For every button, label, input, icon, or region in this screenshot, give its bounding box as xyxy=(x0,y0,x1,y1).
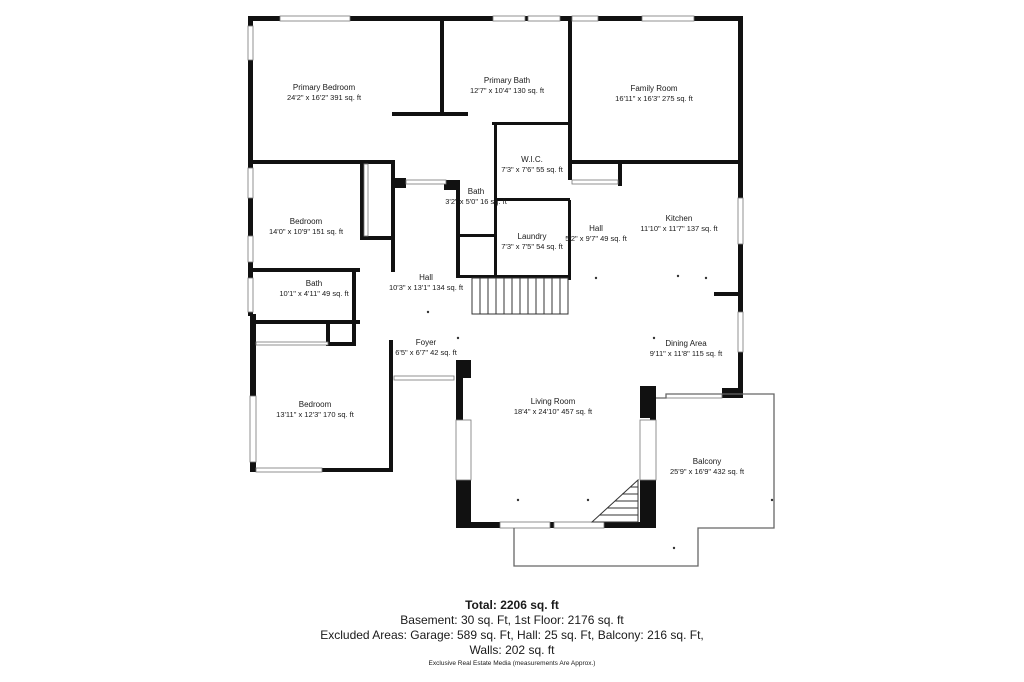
room-name: W.I.C. xyxy=(521,155,543,164)
room-foyer: Foyer 6'5" x 6'7" 42 sq. ft xyxy=(395,338,457,358)
room-name: Bath xyxy=(305,279,323,288)
room-dimensions: 10'3" x 13'1" 134 sq. ft xyxy=(388,283,464,292)
room-family-room: Family Room 16'11" x 16'3" 275 sq. ft xyxy=(615,84,693,104)
room-hall-east: Hall 5'2" x 9'7" 49 sq. ft xyxy=(565,224,627,244)
room-dimensions: 7'3" x 7'5" 54 sq. ft xyxy=(501,242,563,251)
room-name: Foyer xyxy=(415,338,437,347)
room-name: Balcony xyxy=(692,457,722,466)
room-dimensions: 5'2" x 9'7" 49 sq. ft xyxy=(565,234,627,243)
area-breakdown-line-1: Basement: 30 sq. Ft, 1st Floor: 2176 sq.… xyxy=(400,613,624,627)
balcony-outline xyxy=(513,393,775,567)
room-bath-small: Bath 3'2" x 5'0" 16 sq. ft xyxy=(445,187,507,207)
room-name: Primary Bedroom xyxy=(292,83,356,92)
room-laundry: Laundry 7'3" x 7'5" 54 sq. ft xyxy=(501,232,563,252)
room-living-room: Living Room 18'4" x 24'10" 457 sq. ft xyxy=(514,397,592,417)
room-dimensions: 18'4" x 24'10" 457 sq. ft xyxy=(513,407,593,416)
room-dimensions: 11'10" x 11'7" 137 sq. ft xyxy=(640,224,718,233)
credit-line: Exclusive Real Estate Media (measurement… xyxy=(428,660,596,667)
room-name: Laundry xyxy=(517,232,547,241)
room-name: Dining Area xyxy=(665,339,707,348)
room-name: Family Room xyxy=(630,84,678,93)
room-hall-main: Hall 10'3" x 13'1" 134 sq. ft xyxy=(389,273,463,293)
room-dimensions: 25'9" x 16'9" 432 sq. ft xyxy=(669,467,745,476)
room-name: Hall xyxy=(589,224,603,233)
room-dimensions: 3'2" x 5'0" 16 sq. ft xyxy=(445,197,507,206)
stairs xyxy=(471,277,639,523)
room-dimensions: 6'5" x 6'7" 42 sq. ft xyxy=(395,348,457,357)
room-bath-hall: Bath 10'1" x 4'11" 49 sq. ft xyxy=(279,279,348,299)
room-balcony: Balcony 25'9" x 16'9" 432 sq. ft xyxy=(670,457,744,477)
room-dimensions: 12'7" x 10'4" 130 sq. ft xyxy=(469,86,545,95)
area-breakdown-line-2: Excluded Areas: Garage: 589 sq. Ft, Hall… xyxy=(320,628,704,642)
room-dimensions: 16'11" x 16'3" 275 sq. ft xyxy=(615,94,693,103)
room-dimensions: 10'1" x 4'11" 49 sq. ft xyxy=(279,289,349,298)
room-name: Kitchen xyxy=(665,214,693,223)
room-bedroom-3: Bedroom 13'11" x 12'3" 170 sq. ft xyxy=(276,400,354,420)
area-breakdown-line-3: Walls: 202 sq. ft xyxy=(469,643,555,657)
room-name: Hall xyxy=(419,273,433,282)
room-primary-bath: Primary Bath 12'7" x 10'4" 130 sq. ft xyxy=(470,76,544,96)
room-name: Bath xyxy=(467,187,485,196)
interior-walls xyxy=(250,20,742,346)
room-dimensions: 14'0" x 10'9" 151 sq. ft xyxy=(268,227,344,236)
room-name: Living Room xyxy=(530,397,576,406)
room-dimensions: 24'2" x 16'2" 391 sq. ft xyxy=(286,93,362,102)
room-dimensions: 13'11" x 12'3" 170 sq. ft xyxy=(276,410,354,419)
room-dining-area: Dining Area 9'11" x 11'8" 115 sq. ft xyxy=(650,339,722,359)
room-dimensions: 7'3" x 7'6" 55 sq. ft xyxy=(501,165,563,174)
total-area: Total: 2206 sq. ft xyxy=(465,598,559,612)
fixture-dots xyxy=(426,274,774,550)
room-primary-bedroom: Primary Bedroom 24'2" x 16'2" 391 sq. ft xyxy=(287,83,361,103)
room-bedroom-2: Bedroom 14'0" x 10'9" 151 sq. ft xyxy=(269,217,343,237)
room-name: Primary Bath xyxy=(483,76,531,85)
windows xyxy=(247,15,744,529)
room-name: Bedroom xyxy=(298,400,332,409)
room-wic: W.I.C. 7'3" x 7'6" 55 sq. ft xyxy=(501,155,563,175)
room-dimensions: 9'11" x 11'8" 115 sq. ft xyxy=(649,349,723,358)
room-name: Bedroom xyxy=(289,217,323,226)
room-kitchen: Kitchen 11'10" x 11'7" 137 sq. ft xyxy=(640,214,717,234)
